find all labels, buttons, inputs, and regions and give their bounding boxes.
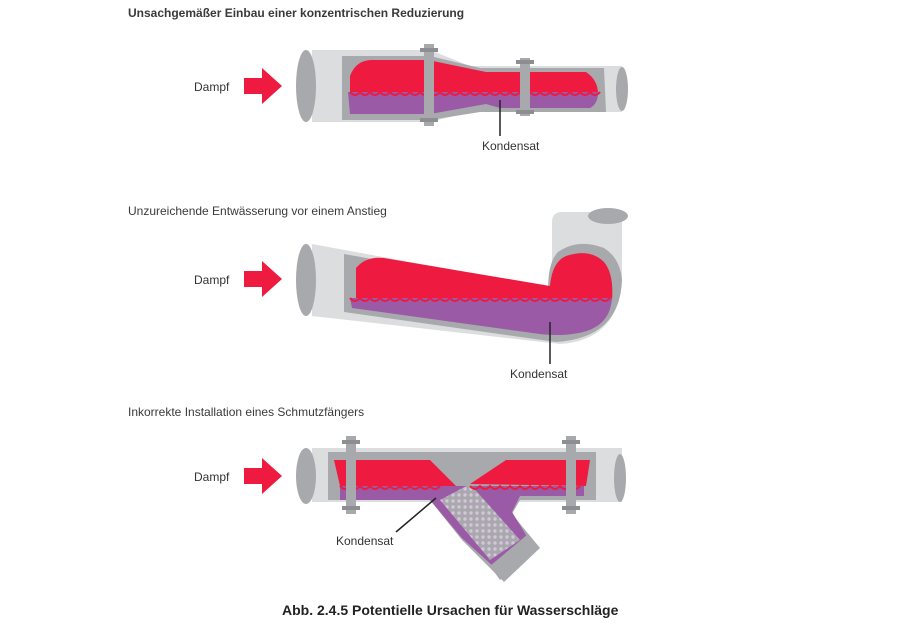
flange-1 bbox=[346, 436, 356, 514]
steam-region-left bbox=[334, 460, 456, 486]
section-title: Inkorrekte Installation eines Schmutzfän… bbox=[128, 405, 365, 419]
flange-1 bbox=[424, 44, 434, 126]
steam-region bbox=[356, 253, 613, 300]
section-title: Unzureichende Entwässerung vor einem Ans… bbox=[128, 204, 387, 218]
strainer-diagram bbox=[296, 436, 626, 582]
condensate-label: Kondensat bbox=[510, 367, 568, 381]
condensate-label: Kondensat bbox=[482, 139, 540, 153]
callout-line bbox=[395, 497, 437, 533]
flow-label: Dampf bbox=[194, 470, 230, 484]
flow-label: Dampf bbox=[194, 80, 230, 94]
flange-2 bbox=[566, 436, 576, 514]
condensate-surface bbox=[339, 484, 581, 490]
steam-region-right bbox=[470, 460, 590, 486]
reducer-diagram bbox=[296, 44, 628, 136]
pipe-end-top bbox=[588, 208, 628, 224]
flow-label: Dampf bbox=[194, 273, 230, 287]
steam-region bbox=[350, 60, 598, 94]
pipe-end-right bbox=[614, 454, 626, 502]
pipe-end-left bbox=[296, 244, 316, 316]
condensate-region bbox=[350, 298, 612, 335]
figure-caption: Abb. 2.4.5 Potentielle Ursachen für Wass… bbox=[282, 602, 619, 618]
condensate-surface bbox=[349, 296, 611, 302]
pipe-end-right bbox=[616, 67, 628, 111]
right-arrow-icon bbox=[244, 68, 282, 104]
condensate-region bbox=[348, 92, 598, 114]
riser-diagram bbox=[296, 208, 628, 364]
section-title: Unsachgemäßer Einbau einer konzentrische… bbox=[128, 6, 465, 20]
condensate-label: Kondensat bbox=[336, 534, 394, 548]
pipe-end-left bbox=[296, 448, 316, 504]
flange-2 bbox=[520, 58, 530, 116]
strainer-mesh bbox=[440, 484, 520, 560]
pipe-end-left bbox=[296, 50, 316, 122]
right-arrow-icon bbox=[244, 261, 282, 297]
right-arrow-icon bbox=[244, 458, 282, 494]
strainer-cap bbox=[490, 534, 538, 580]
condensate-surface bbox=[349, 90, 601, 96]
